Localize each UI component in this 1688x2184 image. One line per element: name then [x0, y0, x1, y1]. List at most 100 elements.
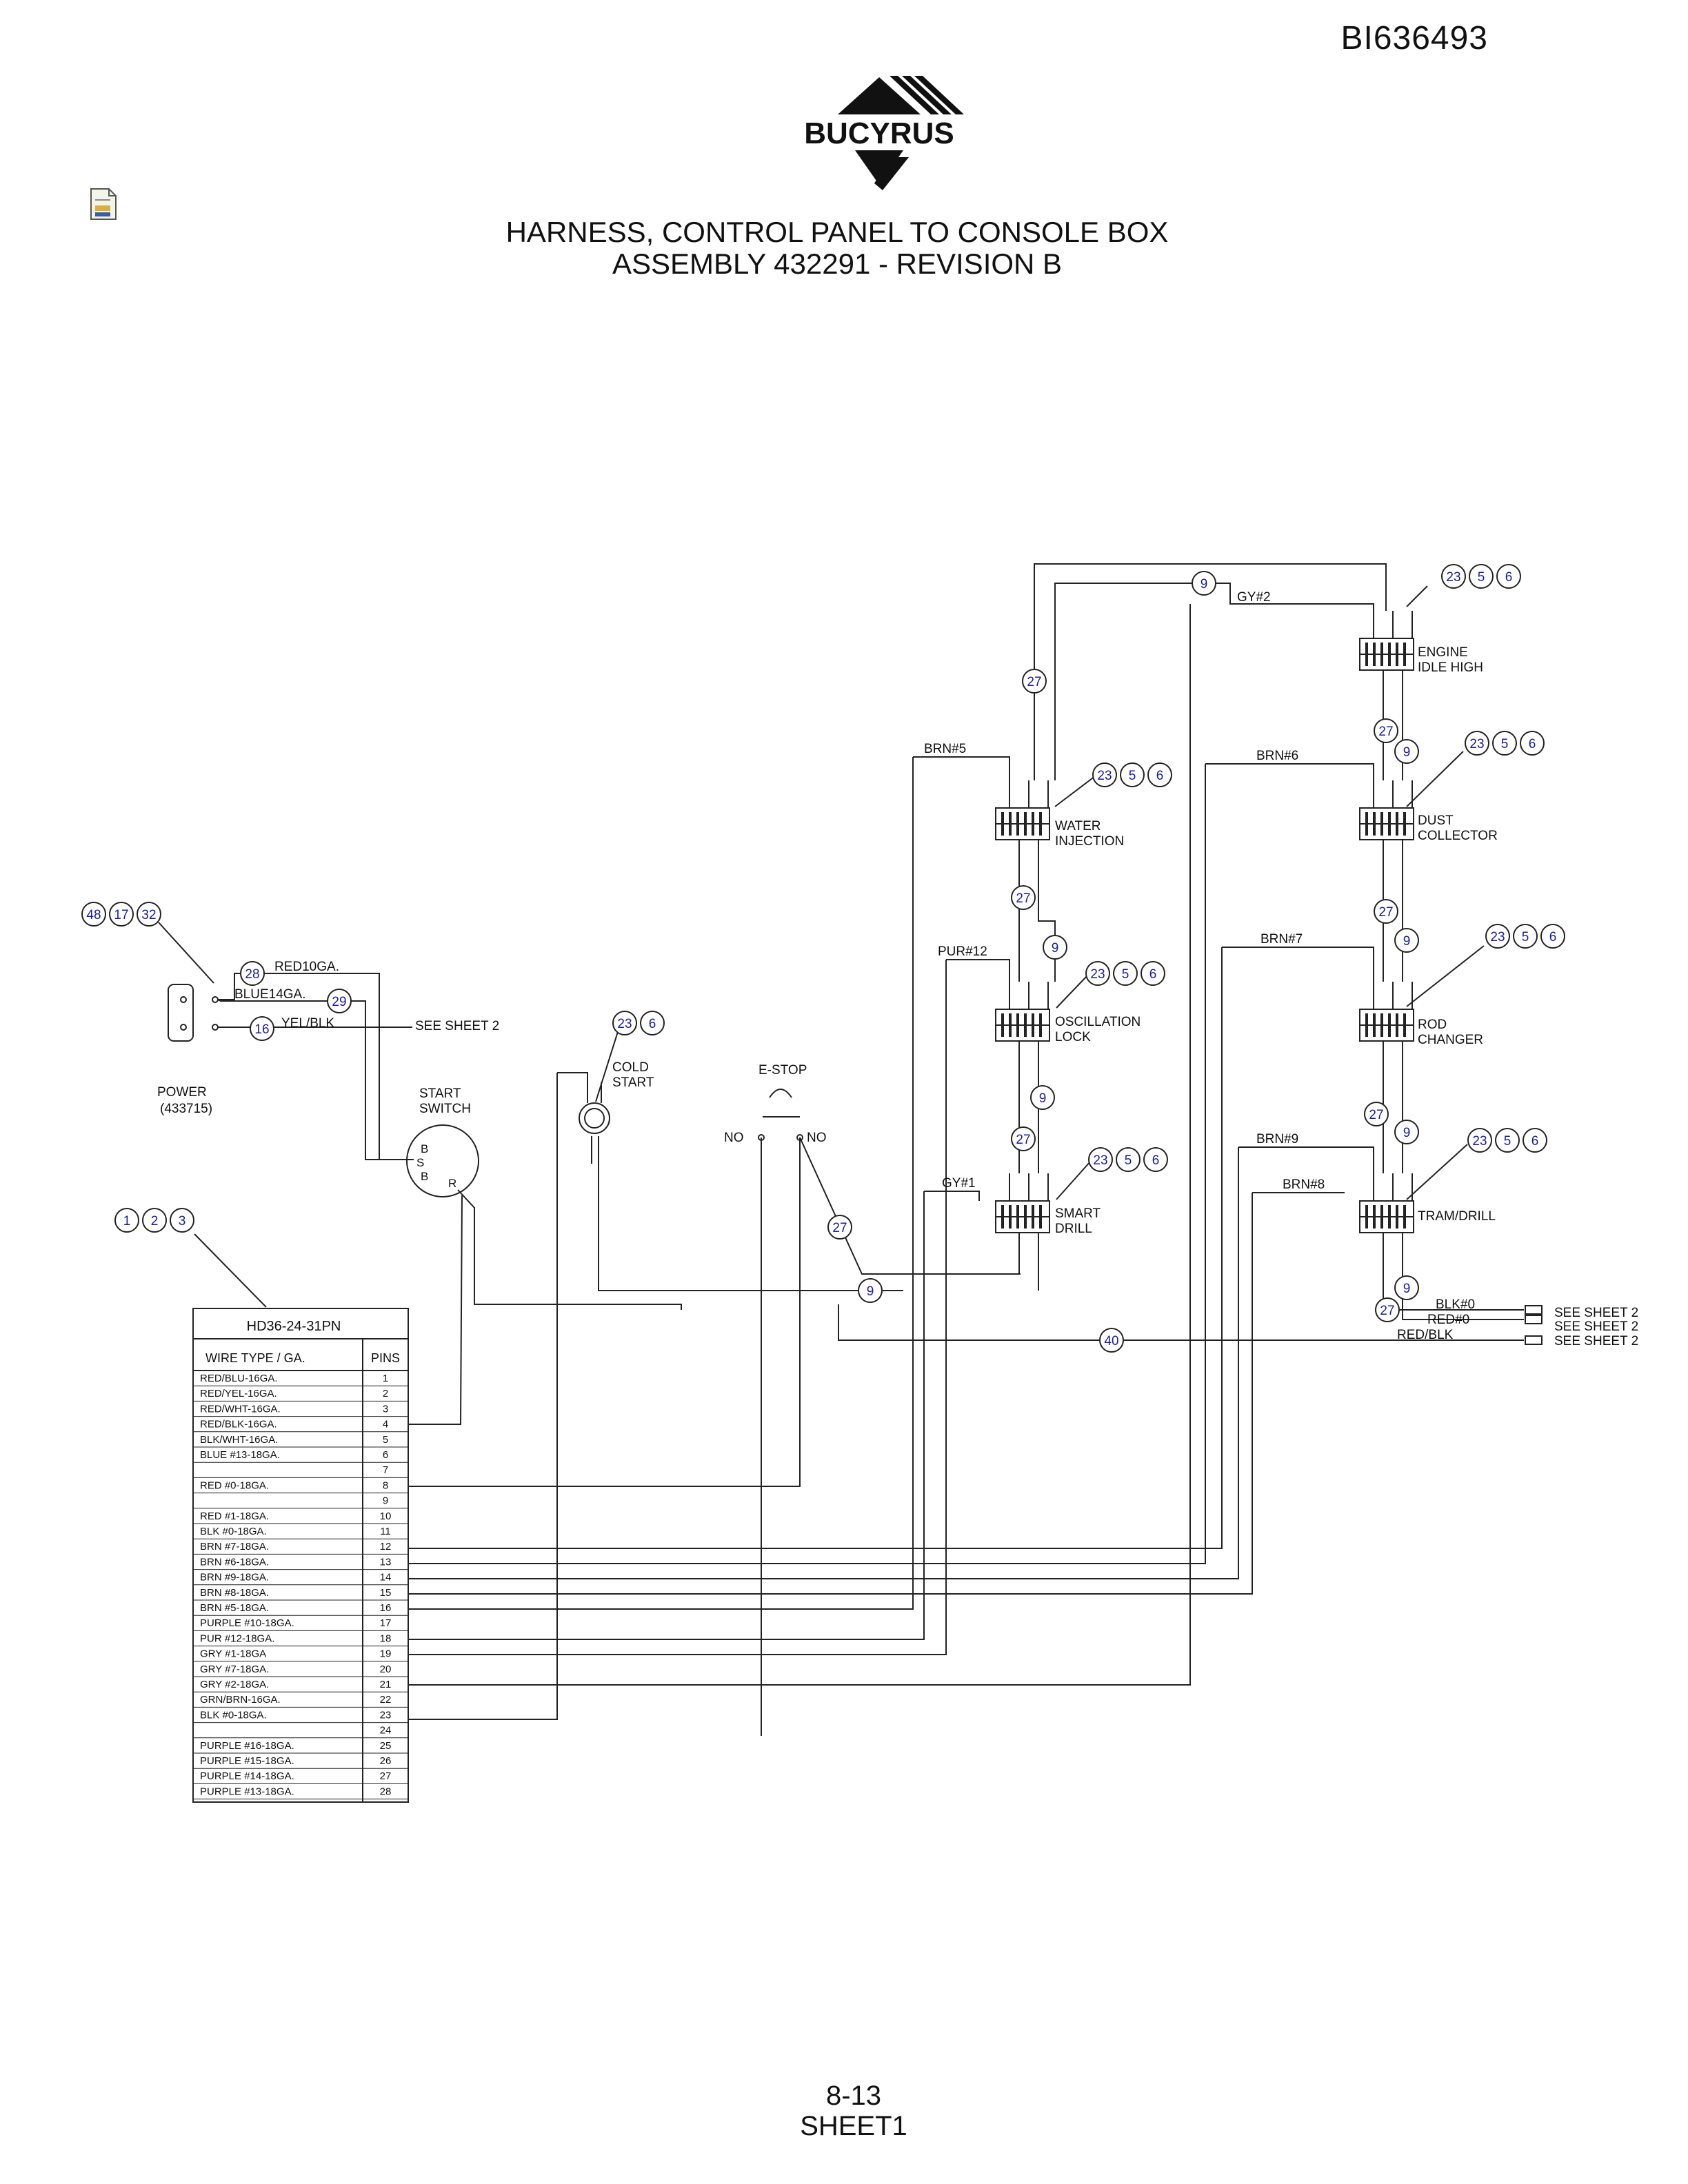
callout-number: 5 [1125, 1153, 1132, 1168]
callout-balloon [1099, 1328, 1124, 1353]
callout-balloon [1116, 1147, 1141, 1172]
callout-16: 16 [250, 1016, 274, 1041]
start-switch-label: START [419, 1086, 461, 1101]
wire-pin21 [408, 604, 1191, 1686]
pin [796, 1134, 803, 1141]
callout-balloon [1147, 762, 1172, 787]
switch-terminal-label: B [421, 1170, 428, 1183]
callout-balloon [1022, 669, 1047, 694]
table-cell-wire: PURPLE #15-18GA. [200, 1755, 294, 1767]
switch-terminal-label: R [448, 1177, 456, 1190]
callout-balloon [640, 1011, 665, 1035]
callout-balloon [1374, 718, 1398, 743]
table-cell-wire: GRY #2-18GA. [200, 1679, 269, 1690]
callout-number: 6 [1505, 570, 1513, 585]
callout-balloon [858, 1278, 883, 1303]
callout-9: 9 [1030, 1085, 1055, 1110]
callout-27: 27 [1011, 1126, 1036, 1151]
estop-no-label: NO [724, 1131, 744, 1145]
callout-balloon [1513, 924, 1538, 949]
dust-collector-label: DUST [1418, 813, 1454, 828]
callout-number: 9 [1403, 1126, 1411, 1140]
table-cell-pin: 3 [383, 1403, 388, 1415]
harness-terminal [1525, 1315, 1543, 1324]
wire-pin12 [408, 947, 1223, 1549]
callout-9: 9 [1192, 571, 1216, 596]
callout-balloon [1495, 1128, 1520, 1153]
table-cell-pin: 8 [383, 1479, 388, 1491]
rod-changer-label: CHANGER [1418, 1033, 1483, 1047]
estop-symbol [769, 1089, 792, 1098]
callout-number: 5 [1504, 1134, 1511, 1149]
table-cell-wire: GRN/BRN-16GA. [200, 1694, 281, 1706]
wire-chain [1038, 866, 1056, 982]
callout-balloon [1394, 739, 1419, 764]
table-cell-pin: 15 [380, 1587, 392, 1599]
wire-pin16 [408, 757, 914, 1610]
water-injection-label: INJECTION [1055, 834, 1124, 849]
table-header-pins: PINS [371, 1351, 400, 1365]
callout-leader [595, 1022, 621, 1102]
callout-number: 23 [1093, 1153, 1107, 1168]
callout-29: 29 [327, 989, 352, 1013]
callout-balloon [1011, 1126, 1036, 1151]
table-cell-wire: RED #0-18GA. [200, 1479, 269, 1491]
callout-number: 23 [617, 1017, 632, 1031]
wire-red-blk [838, 1304, 1524, 1341]
engine-idle-high-label: IDLE HIGH [1418, 660, 1483, 675]
callout-balloon [1520, 731, 1545, 756]
callout-number: 32 [141, 908, 156, 922]
table-cell-pin: 24 [380, 1725, 392, 1737]
pin [758, 1134, 765, 1141]
callout-number: 27 [1378, 725, 1393, 739]
callout-balloon [1467, 1128, 1492, 1153]
oscillation-lock-label: LOCK [1055, 1030, 1091, 1044]
wire-label: BLUE14GA. [234, 987, 306, 1002]
callout-number: 5 [1501, 737, 1509, 751]
wire-pur12 [946, 959, 1010, 982]
table-cell-pin: 22 [380, 1694, 392, 1706]
callout-leader [1406, 585, 1428, 607]
document-attachment-icon[interactable] [90, 188, 117, 221]
callout-balloon [827, 1215, 852, 1240]
table-cell-pin: 1 [383, 1373, 388, 1384]
callout-balloon [170, 1208, 194, 1233]
callout-balloon [1492, 731, 1517, 756]
callout-balloon [1523, 1128, 1547, 1153]
table-cell-pin: 18 [380, 1632, 392, 1644]
table-cell-wire: BRN #5-18GA. [200, 1602, 269, 1614]
table-cell-wire: BRN #6-18GA. [200, 1556, 269, 1568]
table-cell-wire: BLK/WHT-16GA. [200, 1434, 278, 1446]
table-cell-wire: RED #1-18GA. [200, 1510, 269, 1522]
table-cell-wire: BRN #9-18GA. [200, 1572, 269, 1584]
table-cell-pin: 7 [383, 1464, 388, 1476]
title-line-1: HARNESS, CONTROL PANEL TO CONSOLE BOX [505, 216, 1169, 248]
callout-number: 28 [245, 967, 259, 982]
wire-label-blk0: BLK#0 [1436, 1297, 1475, 1312]
callout-balloon [327, 989, 352, 1013]
table-cell-wire: BRN #7-18GA. [200, 1541, 269, 1553]
wire-start-pin4 [408, 1195, 463, 1425]
wire-gy2 [1204, 583, 1374, 611]
callout-balloon [1374, 899, 1398, 924]
callout-balloon [114, 1208, 139, 1233]
cold-start-label: COLD [612, 1060, 649, 1075]
wire-label-brn7: BRN#7 [1260, 932, 1303, 947]
pin [180, 996, 187, 1003]
cold-start-label: START [612, 1075, 654, 1090]
table-cell-pin: 9 [383, 1495, 388, 1507]
switch-terminal-label: S [416, 1156, 424, 1169]
see-sheet-2-label: SEE SHEET 2 [1554, 1306, 1638, 1320]
callout-27: 27 [1364, 1102, 1389, 1126]
table-cell-pin: 17 [380, 1617, 392, 1629]
pin [180, 1024, 187, 1031]
wire-cold-start-9 [598, 1164, 903, 1291]
callout-balloon [1043, 935, 1067, 960]
estop-no-label: NO [807, 1131, 827, 1145]
table-cell-wire: BRN #8-18GA. [200, 1587, 269, 1599]
estop-label: E-STOP [758, 1063, 807, 1078]
